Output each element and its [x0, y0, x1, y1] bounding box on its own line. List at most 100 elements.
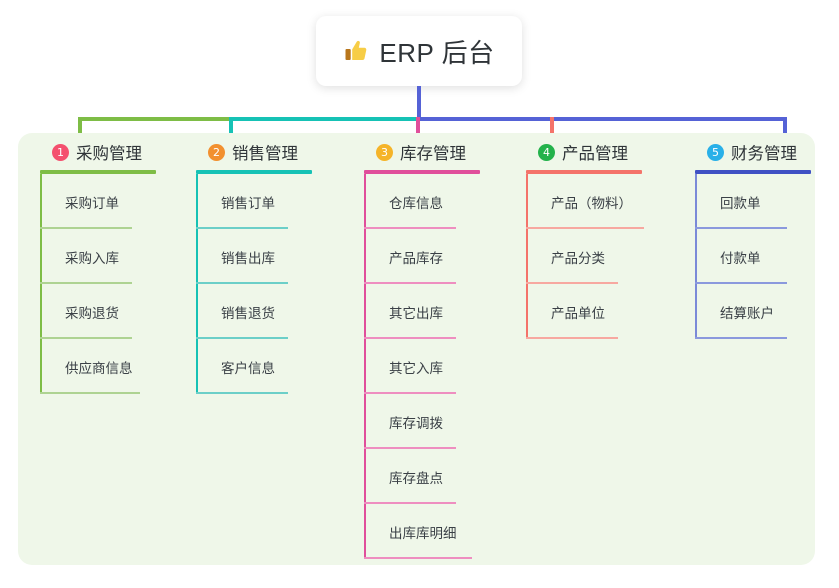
list-item-rule: [196, 392, 288, 394]
list-item-rule: [364, 227, 456, 229]
list-item-label: 结算账户: [720, 306, 774, 321]
list-item[interactable]: 销售订单: [196, 174, 356, 229]
branches-panel: 1 采购管理 采购订单 采购入库 采购退货 供应: [18, 133, 815, 565]
branch-number-badge: 5: [707, 143, 724, 161]
list-item-label: 供应商信息: [65, 361, 133, 376]
list-item-label: 销售出库: [221, 251, 275, 266]
connector-bus-segment-4: [417, 117, 787, 121]
list-item-label: 出库库明细: [389, 526, 457, 541]
branch-title: 采购管理: [76, 145, 142, 163]
list-item[interactable]: 产品（物料）: [526, 174, 686, 229]
list-item[interactable]: 付款单: [695, 229, 839, 284]
list-item[interactable]: 采购退货: [40, 284, 200, 339]
list-item-rule: [364, 447, 456, 449]
list-item-rule: [196, 227, 288, 229]
list-item[interactable]: 采购入库: [40, 229, 200, 284]
branch-items: 仓库信息 产品库存 其它出库 其它入库 库存调拨: [364, 174, 524, 559]
branch-spine: [526, 174, 528, 339]
list-item-label: 产品（物料）: [551, 196, 632, 211]
list-item-label: 采购退货: [65, 306, 119, 321]
branch-header-finance[interactable]: 5 财务管理: [695, 133, 839, 174]
connector-bus-segment-1: [78, 117, 231, 121]
branch-header-product[interactable]: 4 产品管理: [526, 133, 686, 174]
list-item-label: 销售订单: [221, 196, 275, 211]
list-item-label: 销售退货: [221, 306, 275, 321]
list-item-rule: [526, 227, 644, 229]
branch-items: 采购订单 采购入库 采购退货 供应商信息: [40, 174, 200, 394]
branch-column-product: 4 产品管理 产品（物料） 产品分类 产品单位: [526, 133, 686, 339]
list-item-rule: [695, 227, 787, 229]
branch-title: 销售管理: [232, 145, 298, 163]
list-item-label: 采购订单: [65, 196, 119, 211]
thumbs-up-icon: [343, 38, 369, 64]
list-item-label: 产品单位: [551, 306, 605, 321]
branch-header-rule: [364, 170, 480, 174]
list-item-rule: [364, 392, 456, 394]
list-item[interactable]: 库存盘点: [364, 449, 524, 504]
list-item-rule: [364, 502, 456, 504]
branch-header-inventory[interactable]: 3 库存管理: [364, 133, 524, 174]
list-item[interactable]: 出库库明细: [364, 504, 524, 559]
root-title: ERP 后台: [379, 37, 495, 68]
list-item[interactable]: 结算账户: [695, 284, 839, 339]
branch-number-badge: 2: [208, 143, 225, 161]
list-item-label: 其它出库: [389, 306, 443, 321]
list-item[interactable]: 其它入库: [364, 339, 524, 394]
list-item-rule: [364, 282, 456, 284]
branch-column-purchasing: 1 采购管理 采购订单 采购入库 采购退货 供应: [40, 133, 200, 394]
list-item-label: 库存盘点: [389, 471, 443, 486]
list-item[interactable]: 客户信息: [196, 339, 356, 394]
list-item-rule: [196, 282, 288, 284]
list-item-rule: [40, 392, 140, 394]
list-item-label: 付款单: [720, 251, 761, 266]
list-item[interactable]: 其它出库: [364, 284, 524, 339]
list-item[interactable]: 库存调拨: [364, 394, 524, 449]
list-item[interactable]: 供应商信息: [40, 339, 200, 394]
list-item-label: 采购入库: [65, 251, 119, 266]
list-item[interactable]: 采购订单: [40, 174, 200, 229]
list-item-rule: [526, 337, 618, 339]
branch-number-badge: 1: [52, 143, 69, 161]
branch-items: 产品（物料） 产品分类 产品单位: [526, 174, 686, 339]
branch-column-finance: 5 财务管理 回款单 付款单 结算账户: [695, 133, 839, 339]
list-item-rule: [695, 337, 787, 339]
list-item[interactable]: 仓库信息: [364, 174, 524, 229]
branch-header-purchasing[interactable]: 1 采购管理: [40, 133, 200, 174]
list-item-label: 库存调拨: [389, 416, 443, 431]
list-item-rule: [695, 282, 787, 284]
list-item-rule: [40, 227, 132, 229]
list-item-label: 仓库信息: [389, 196, 443, 211]
branch-header-rule: [695, 170, 811, 174]
list-item[interactable]: 销售出库: [196, 229, 356, 284]
branch-header-sales[interactable]: 2 销售管理: [196, 133, 356, 174]
branch-column-inventory: 3 库存管理 仓库信息 产品库存 其它出库 其它: [364, 133, 524, 559]
branch-spine: [364, 174, 366, 559]
branch-spine: [695, 174, 697, 339]
list-item[interactable]: 回款单: [695, 174, 839, 229]
branch-title: 库存管理: [400, 145, 466, 163]
list-item-rule: [40, 282, 132, 284]
list-item-rule: [364, 557, 472, 559]
list-item-label: 产品库存: [389, 251, 443, 266]
branch-number-badge: 3: [376, 143, 393, 161]
branch-title: 产品管理: [562, 145, 628, 163]
branch-column-sales: 2 销售管理 销售订单 销售出库 销售退货 客户: [196, 133, 356, 394]
list-item-label: 产品分类: [551, 251, 605, 266]
list-item-rule: [526, 282, 618, 284]
branch-spine: [40, 174, 42, 394]
list-item-rule: [40, 337, 132, 339]
list-item-label: 客户信息: [221, 361, 275, 376]
list-item[interactable]: 产品库存: [364, 229, 524, 284]
list-item[interactable]: 产品分类: [526, 229, 686, 284]
list-item[interactable]: 产品单位: [526, 284, 686, 339]
list-item-label: 回款单: [720, 196, 761, 211]
root-node-card[interactable]: ERP 后台: [316, 16, 522, 86]
branch-header-rule: [196, 170, 312, 174]
branch-title: 财务管理: [731, 145, 797, 163]
list-item[interactable]: 销售退货: [196, 284, 356, 339]
connector-bus-segment-2: [229, 117, 419, 121]
list-item-label: 其它入库: [389, 361, 443, 376]
branch-items: 销售订单 销售出库 销售退货 客户信息: [196, 174, 356, 394]
branch-number-badge: 4: [538, 143, 555, 161]
